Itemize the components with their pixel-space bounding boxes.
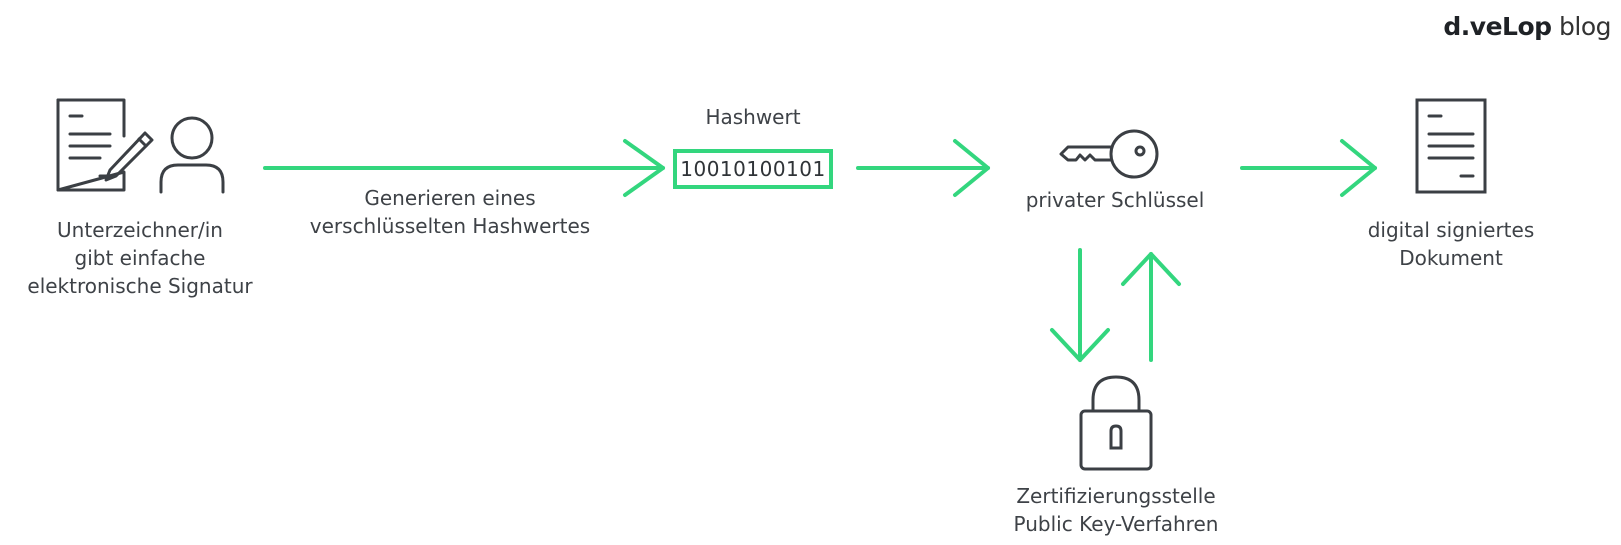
arrow-down-to-authority	[1050, 248, 1110, 362]
hash-generation-label: Generieren eines verschlüsselten Hashwer…	[295, 184, 605, 240]
hash-title: Hashwert	[705, 105, 801, 129]
certificate-authority-label: Zertifizierungsstelle Public Key-Verfahr…	[981, 482, 1251, 538]
blog-logo: d.veLop blog	[1443, 12, 1611, 41]
signed-document-label: digital signiertes Dokument	[1340, 216, 1562, 272]
arrow-hash-to-key	[856, 139, 990, 197]
signed-document-label-line-1: digital signiertes	[1367, 218, 1535, 242]
logo-suffix: blog	[1559, 12, 1611, 41]
signer-label-line-3: elektronische Signatur	[27, 274, 253, 298]
signer-label: Unterzeichner/in gibt einfache elektroni…	[0, 216, 280, 300]
key-icon	[1059, 129, 1159, 179]
arrow-key-to-document	[1240, 139, 1377, 197]
hash-generation-label-line-1: Generieren eines	[364, 186, 536, 210]
signer-label-line-1: Unterzeichner/in	[57, 218, 223, 242]
certificate-authority-label-line-2: Public Key-Verfahren	[1013, 512, 1219, 536]
person-icon	[159, 116, 225, 194]
document-pen-icon	[56, 98, 154, 192]
arrow-signer-to-hash	[263, 139, 665, 197]
document-icon	[1415, 98, 1487, 194]
signer-label-line-2: gibt einfache	[74, 246, 206, 270]
certificate-authority-label-line-1: Zertifizierungsstelle	[1016, 484, 1216, 508]
private-key-label: privater Schlüssel	[1025, 188, 1205, 212]
signed-document-label-line-2: Dokument	[1399, 246, 1503, 270]
logo-brand: d.veLop	[1443, 12, 1552, 41]
padlock-icon	[1079, 375, 1153, 471]
arrow-up-to-key	[1121, 252, 1181, 362]
hash-generation-label-line-2: verschlüsselten Hashwertes	[309, 214, 591, 238]
hash-value-box: 10010100101	[673, 149, 833, 189]
